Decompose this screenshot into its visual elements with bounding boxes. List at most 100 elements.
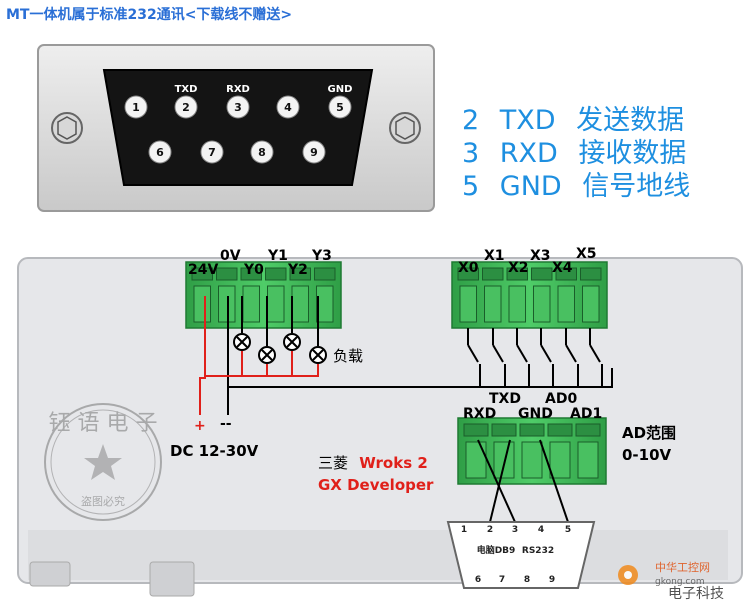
terminal-label-24v: 24V: [188, 262, 219, 278]
db9-pin-label: 3: [234, 101, 242, 114]
db9-bottom-pin: 4: [538, 525, 544, 535]
db9-pin: 3: [226, 95, 250, 119]
db9-pin-label: 8: [258, 146, 266, 159]
software-name2: GX Developer: [318, 476, 434, 494]
gkong-watermark: 中华工控网 gkong.com 电子科技: [618, 560, 724, 602]
terminal-label-y1: Y1: [268, 248, 288, 264]
input-switch: [516, 328, 530, 387]
watermark-line1: 中华工控网: [655, 560, 710, 574]
terminal-screw: [240, 267, 262, 323]
db9-pin-label: 6: [156, 146, 164, 159]
terminal-label-y0: Y0: [244, 262, 264, 278]
terminal-screw: [314, 267, 336, 323]
legend-pin-num: 2: [462, 105, 480, 136]
terminal-screw: [547, 423, 573, 479]
terminal-screw: [580, 267, 602, 323]
input-switch: [589, 328, 603, 387]
power-voltage-label: DC 12-30V: [170, 442, 259, 460]
terminal-label-x4: X4: [552, 260, 573, 276]
terminal-screw: [491, 423, 517, 479]
db9-pin-label: 1: [132, 101, 140, 114]
db9-pin-label: 2: [182, 101, 190, 114]
legend-desc: 接收数据: [578, 138, 687, 169]
software-brand: 三菱: [318, 454, 349, 472]
terminal-screw: [519, 423, 545, 479]
db9-bottom-pin: 1: [461, 525, 467, 535]
legend-signal: GND: [499, 171, 562, 202]
terminal-label-y3: Y3: [312, 248, 332, 264]
terminal-screw: [463, 423, 489, 479]
input-switch: [565, 328, 579, 387]
db9-pin-label: 5: [336, 101, 344, 114]
db9-bottom-pin: 7: [499, 575, 505, 585]
watermark-line3: 电子科技: [668, 586, 724, 602]
db9-pin-label: 4: [284, 101, 292, 114]
input-switch: [492, 328, 506, 387]
db9-label-pc: 电脑DB9: [477, 544, 516, 556]
ad-range-title: AD范围: [622, 424, 677, 442]
terminal-screw: [531, 267, 553, 323]
software-name1: Wroks 2: [359, 454, 428, 472]
db9-pin: 5: [328, 95, 352, 119]
db9-pin: 4: [276, 95, 300, 119]
legend-pin-num: 3: [462, 138, 480, 169]
terminal-screw: [482, 267, 504, 323]
terminal-screw: [506, 267, 528, 323]
db9-pin: 1: [124, 95, 148, 119]
legend-row: 2 TXD 发送数据: [462, 98, 684, 137]
load-lamp: [309, 346, 327, 364]
watermark-stamp: 钰 语 电 子 盗图必究: [44, 403, 162, 521]
legend-row: 5 GND 信号地线: [462, 164, 690, 203]
terminal-label-x2: X2: [508, 260, 529, 276]
mount-hole-right: [389, 112, 421, 144]
input-switch: [540, 328, 554, 387]
comm-label-rxd: RXD: [463, 406, 497, 422]
watermark-line2: gkong.com: [655, 577, 705, 587]
terminal-label-0v: 0V: [220, 248, 241, 264]
input-switch: [467, 328, 481, 387]
terminal-screw: [457, 267, 479, 323]
terminal-label-y2: Y2: [288, 262, 308, 278]
wiring: [199, 296, 613, 523]
comm-label-gnd: GND: [518, 406, 553, 422]
comm-terminal-block: [457, 417, 607, 485]
legend-signal: TXD: [499, 105, 556, 136]
terminal-label-x0: X0: [458, 260, 479, 276]
output-terminal-block: [185, 261, 342, 329]
db9-bottom-pin: 6: [475, 575, 481, 585]
legend-row: 3 RXD 接收数据: [462, 131, 686, 170]
load-lamp: [283, 333, 301, 351]
page-title: MT一体机属于标准232通讯<下载线不赠送>: [6, 7, 293, 23]
db9-pin: 9: [302, 140, 326, 164]
comm-label-ad1: AD1: [570, 406, 603, 422]
legend-pin-num: 5: [462, 171, 480, 202]
db9-pin: 7: [200, 140, 224, 164]
legend-desc: 信号地线: [582, 171, 691, 202]
software-label: 三菱 Wroks 2: [318, 452, 428, 473]
terminal-screw: [555, 267, 577, 323]
legend-signal: RXD: [499, 138, 558, 169]
db9-bottom-pin: 9: [549, 575, 555, 585]
load-lamp: [233, 333, 251, 351]
terminal-screw: [265, 267, 287, 323]
db9-bottom-pin: 2: [487, 525, 493, 535]
db9-pin: 8: [250, 140, 274, 164]
terminal-screw: [216, 267, 238, 323]
db9-label-gnd: GND: [328, 84, 353, 95]
load-lamps: [233, 333, 327, 364]
db9-pin: 6: [148, 140, 172, 164]
stamp-text: 钰 语 电 子: [49, 411, 158, 436]
comm-label-ad0: AD0: [545, 391, 578, 407]
db9-bottom-pin: 3: [512, 525, 518, 535]
db9-pin-label: 7: [208, 146, 216, 159]
terminal-screw: [191, 267, 213, 323]
db9-bottom-pin: 5: [565, 525, 571, 535]
comm-label-txd: TXD: [489, 391, 521, 407]
terminal-label-x1: X1: [484, 248, 505, 264]
mount-hole-left: [51, 112, 83, 144]
db9-bottom-pin: 8: [524, 575, 530, 585]
db9-label-rxd: RXD: [226, 84, 250, 95]
